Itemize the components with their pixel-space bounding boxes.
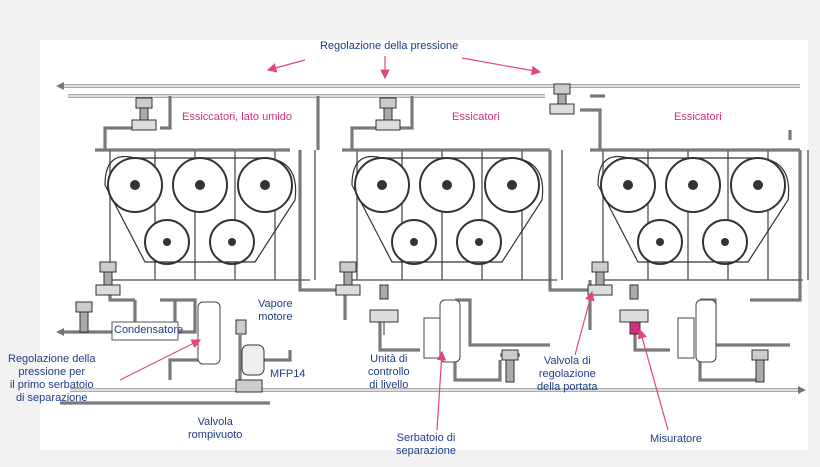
cylinder-hub [688, 180, 698, 190]
felt-loop [351, 156, 544, 263]
cylinder-hub [442, 180, 452, 190]
cylinder-hub [195, 180, 205, 190]
annotation-arrows [119, 56, 669, 431]
control-valve-7 [587, 261, 613, 296]
level-control-label: Unità di controllo di livello [368, 353, 410, 391]
separation-tank-1 [197, 301, 221, 365]
cylinder-hub [507, 180, 517, 190]
steam-inlet-arrow-icon [56, 328, 64, 336]
control-valve-9 [751, 349, 769, 383]
level-gauge-3 [677, 317, 695, 359]
condenser-label: Condensatore [114, 324, 184, 336]
dryer-header-pipes [95, 96, 802, 302]
level-gauge-2 [423, 317, 441, 359]
dryer-cylinders [104, 150, 809, 281]
cylinder-hub [656, 238, 664, 246]
meter-label: Misuratore [650, 433, 702, 445]
cylinder-hub [623, 180, 633, 190]
pressure-first-tank-label: Regolazione della pressione per il primo… [8, 353, 96, 404]
cylinder-hub [163, 238, 171, 246]
control-valve-1 [131, 97, 157, 131]
felt-loop [597, 156, 790, 263]
vacuum-breaker-valve [235, 319, 247, 335]
level-control-unit-3 [619, 284, 649, 335]
separation-tank-3 [695, 299, 717, 363]
motive-steam-label: Vapore motore [258, 298, 293, 323]
condenser-box [111, 321, 179, 341]
dryers-2-label: Essicatori [452, 111, 500, 123]
mfp14-label: MFP14 [270, 368, 306, 380]
control-valve-2 [375, 97, 401, 131]
cylinder-hub [475, 238, 483, 246]
control-valve-4 [95, 261, 121, 296]
cylinder-hub [377, 180, 387, 190]
vacuum-breaker-label: Valvola rompivuoto [188, 416, 243, 441]
felt-loop [104, 156, 297, 263]
dryers-wet-side-label: Essiccatori, lato umido [182, 111, 293, 123]
cylinder-hub [228, 238, 236, 246]
inlet-arrow-icon [56, 82, 64, 90]
main-header-pipe [56, 82, 800, 98]
separation-tank-2 [439, 299, 461, 363]
cylinder-hub [753, 180, 763, 190]
flow-valve-label: Valvola di regolazione della portata [537, 355, 598, 393]
pressure-control-label: Regolazione della pressione [320, 40, 459, 52]
cylinder-hub [130, 180, 140, 190]
control-valve-5 [75, 301, 93, 333]
equipment [75, 83, 769, 393]
mfp14-pump [235, 344, 265, 393]
separation-tank-label: Serbatoio di separazione [396, 432, 456, 457]
level-control-unit-2 [369, 284, 399, 335]
outlet-arrow-icon [798, 386, 806, 394]
control-valve-6 [335, 261, 361, 296]
control-valve-3 [549, 83, 575, 115]
control-valve-8 [501, 349, 519, 383]
cylinder-hub [721, 238, 729, 246]
dryers-3-label: Essicatori [674, 111, 722, 123]
cylinder-hub [410, 238, 418, 246]
cylinder-hub [260, 180, 270, 190]
